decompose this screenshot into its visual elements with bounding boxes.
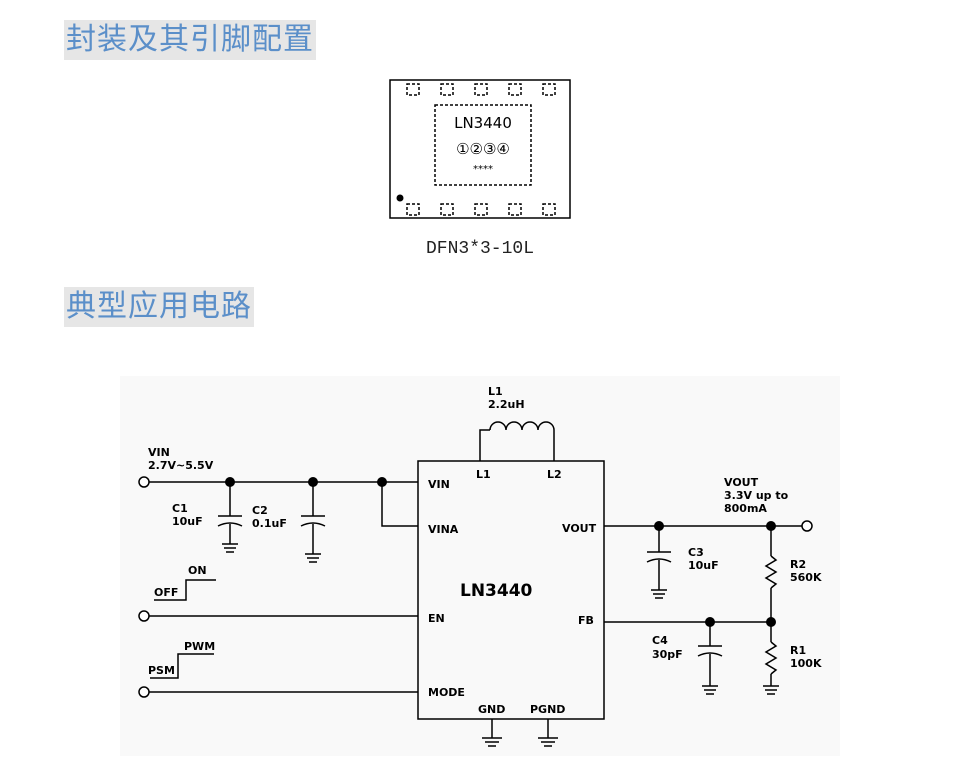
vina-wire [381,482,418,527]
package-outline [389,79,571,219]
pin-l1: L1 [476,468,491,481]
c4-name: C4 [652,634,668,647]
r2-name: R2 [790,558,806,571]
on-off-step [154,579,216,601]
pin-pgnd: PGND [530,703,565,716]
l1-left-lead [479,429,490,461]
application-heading: 典型应用电路 [64,287,254,327]
vout-label: VOUT [724,476,759,489]
package-pin-marks: ①②③④ [456,140,510,158]
vin-terminal [138,476,150,488]
l1-value: 2.2uH [488,398,525,411]
pin-vina: VINA [428,523,459,536]
r1-zigzag [764,641,778,675]
vin-range: 2.7V~5.5V [148,459,214,472]
pin-vout: VOUT [562,522,597,535]
l1-name: L1 [488,385,503,398]
r2-value: 560K [790,571,822,584]
psm-pwm-step [150,653,214,679]
vin-label: VIN [148,446,170,459]
chip-name: LN3440 [460,581,533,601]
pin1-dot [396,194,404,202]
c2-name: C2 [252,504,268,517]
pwm-label: PWM [184,640,215,653]
r1-name: R1 [790,644,806,657]
c1-value: 10uF [172,515,203,528]
application-circuit: VIN 2.7V~5.5V C1 10uF C2 0.1uF L1 2.2uH … [120,376,840,756]
c2-value: 0.1uF [252,517,287,530]
chip-body [417,460,605,720]
mode-terminal [138,686,150,698]
r2-zigzag [764,555,778,589]
off-label: OFF [154,586,178,599]
c3-name: C3 [688,546,704,559]
on-label: ON [188,564,207,577]
exposed-pad [434,104,532,186]
junction-dots [225,477,776,627]
psm-label: PSM [148,664,175,677]
inductor-coil [489,421,555,431]
en-terminal [138,610,150,622]
vout-spec-2: 800mA [724,502,767,515]
r1-value: 100K [790,657,822,670]
pin-fb: FB [578,614,594,627]
c1-name: C1 [172,502,188,515]
package-drawing: LN3440 ①②③④ **** [389,79,571,219]
pin-en: EN [428,612,445,625]
c3-value: 10uF [688,559,719,572]
pin-mode: MODE [428,686,465,699]
vout-spec-1: 3.3V up to [724,489,789,502]
pin-gnd: GND [478,703,505,716]
package-part: LN3440 [454,114,512,132]
pin-vin: VIN [428,478,450,491]
c4-value: 30pF [652,648,683,661]
package-caption: DFN3*3-10L [425,239,535,259]
package-heading: 封装及其引脚配置 [64,20,316,60]
package-date-code: **** [473,164,493,175]
vout-terminal [801,520,813,532]
top-pads [406,83,556,96]
bottom-pads [406,203,556,216]
pin-l2: L2 [547,468,562,481]
